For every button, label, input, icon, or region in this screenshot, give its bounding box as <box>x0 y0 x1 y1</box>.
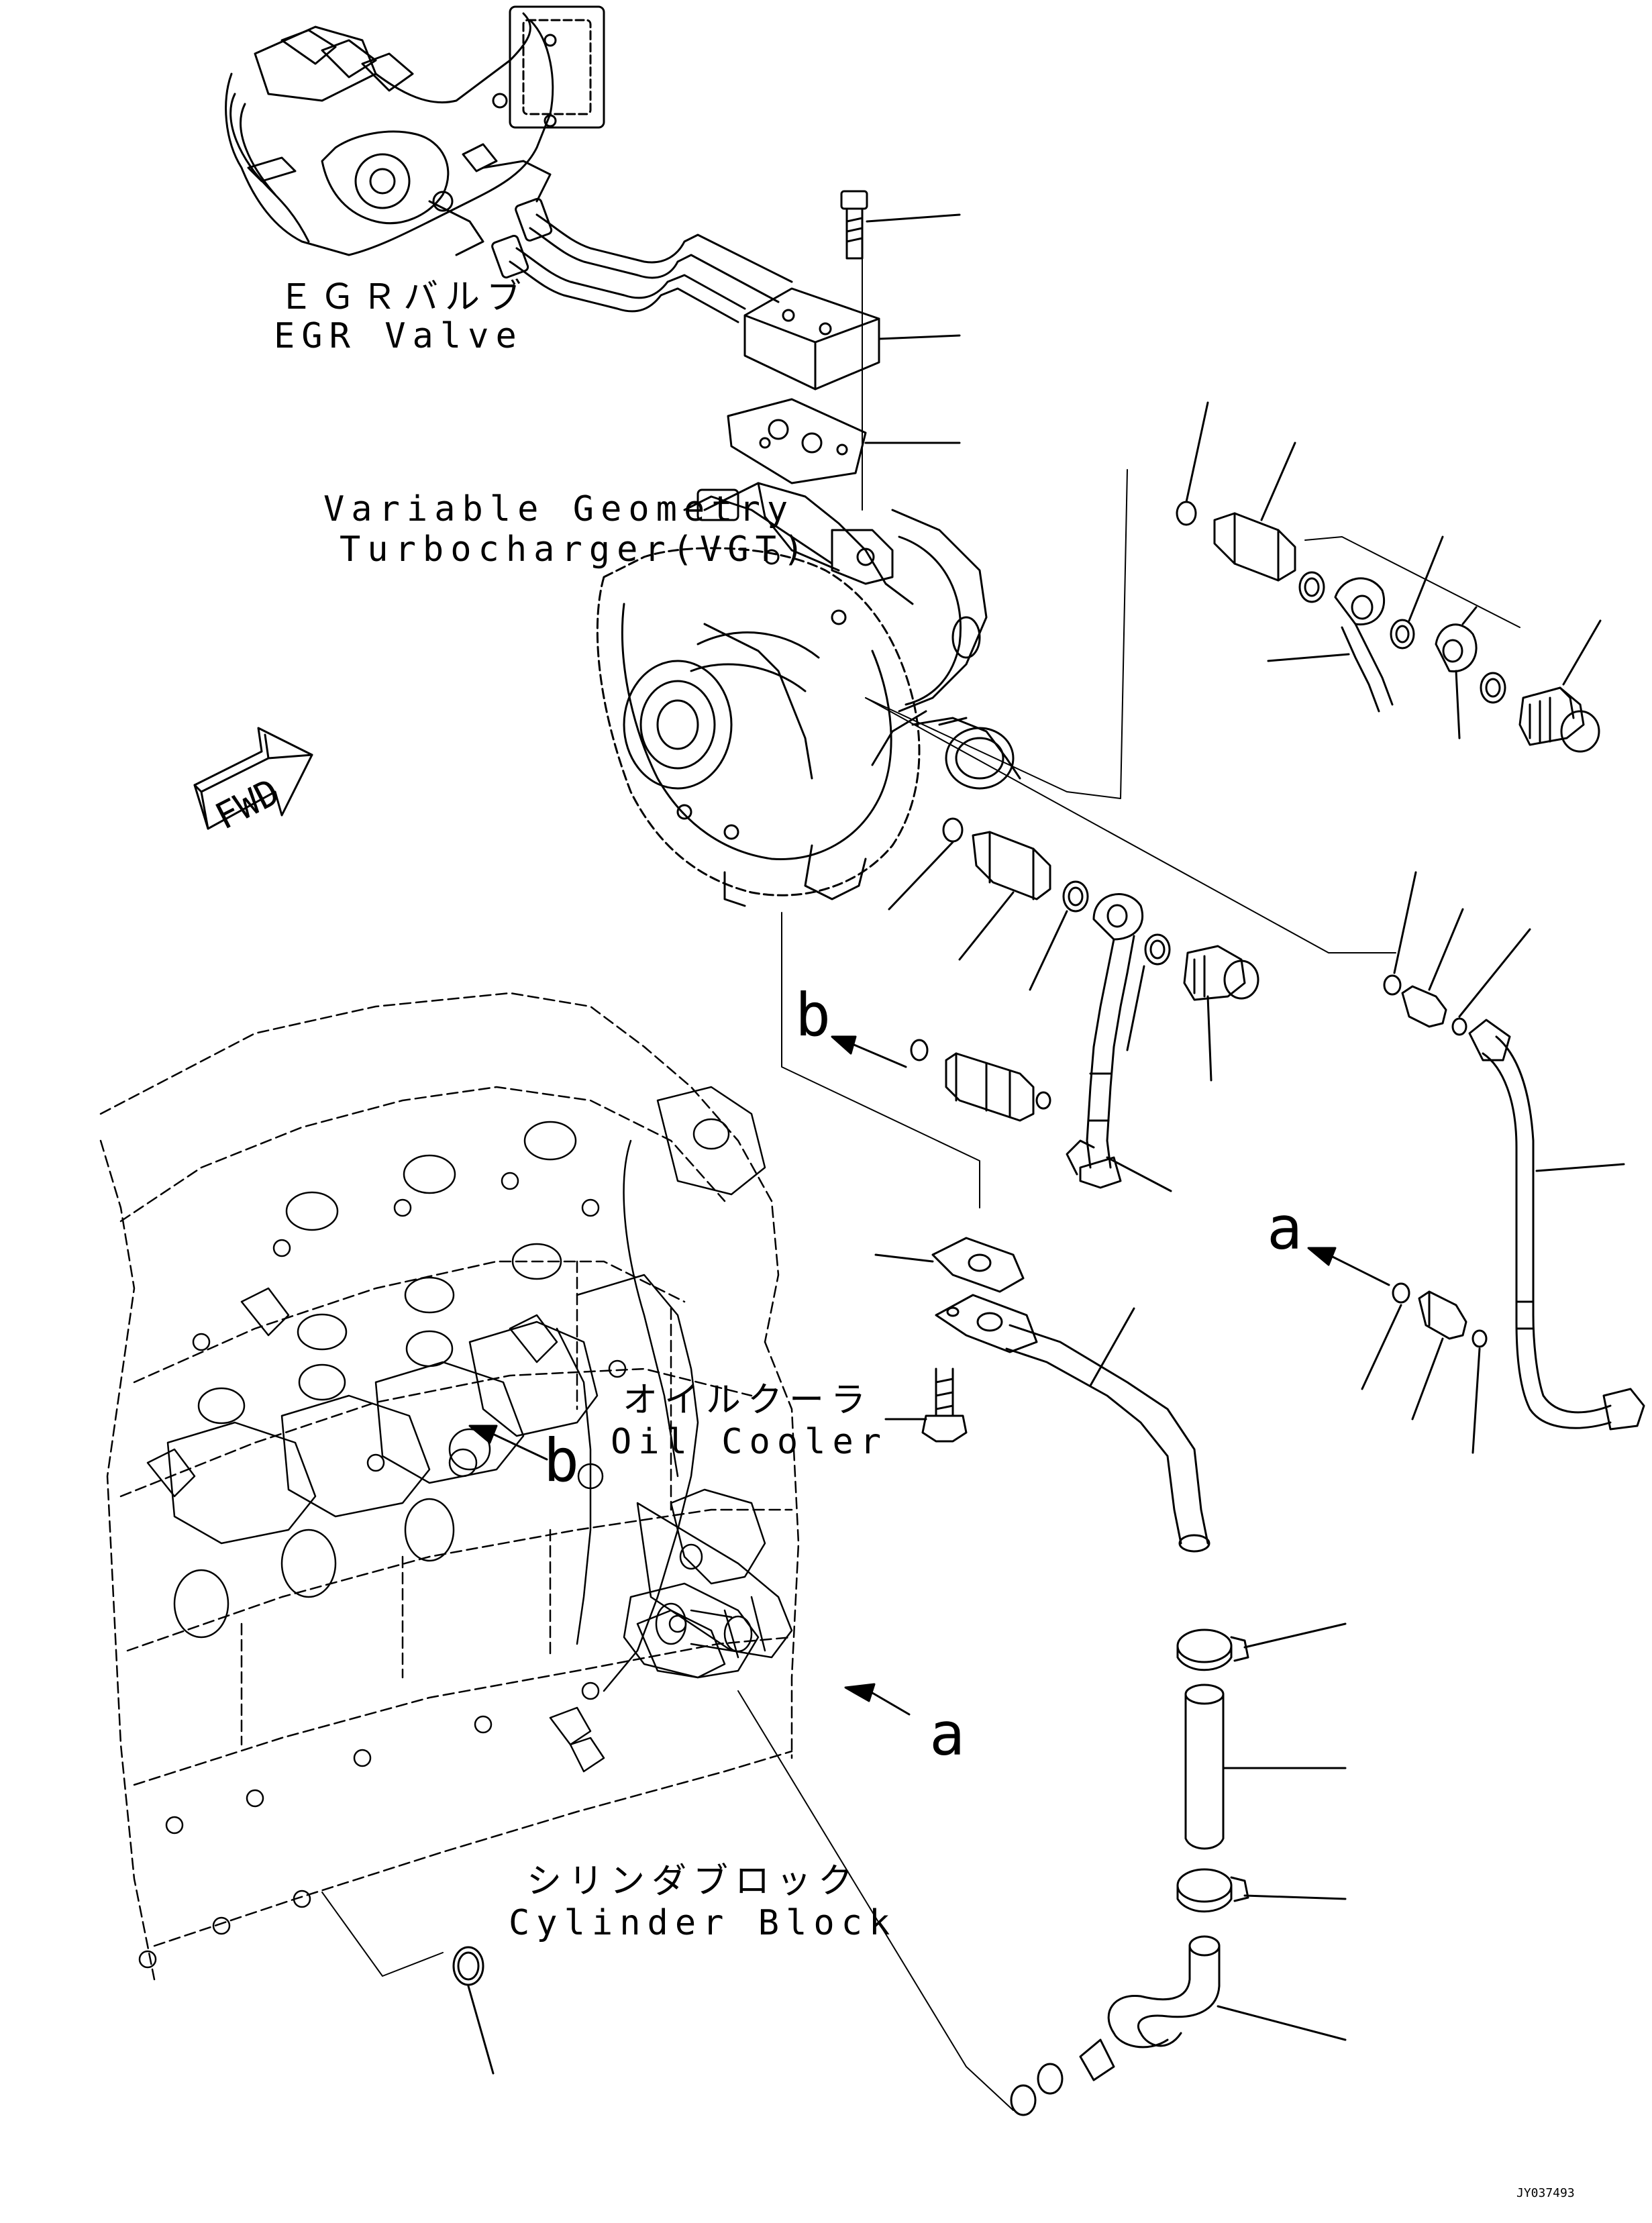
oil-cooler-label-jp: オイルクーラ <box>623 1380 873 1420</box>
reference-letter-a-lower: a <box>929 1700 965 1769</box>
egr-hoses <box>491 197 793 323</box>
oil-cooler-drawing <box>556 1274 760 1692</box>
block-leaders <box>321 1425 911 1977</box>
reference-letter-b-lower: b <box>544 1426 579 1495</box>
oil-cooler-label-en: Oil Cooler <box>611 1422 888 1462</box>
right-oil-pipe <box>1383 871 1645 1431</box>
a-fitting <box>1307 1247 1488 1454</box>
vgt-label-line1: Variable Geometry <box>323 489 795 529</box>
return-pipe-assembly <box>874 1237 1210 1553</box>
upper-right-fittings <box>1176 401 1602 753</box>
fwd-label: FWD <box>209 770 287 837</box>
gasket-top <box>727 398 961 484</box>
egr-block <box>743 287 961 391</box>
cylinder-block-drawing <box>99 992 800 1981</box>
egr-valve-drawing <box>225 5 605 256</box>
mid-oil-feed <box>888 817 1259 1192</box>
b-fitting <box>831 1035 1051 1122</box>
hose-and-clamps <box>737 1622 1347 2116</box>
reference-letter-b-upper: b <box>795 980 831 1049</box>
vgt-turbocharger-drawing <box>596 482 1021 907</box>
cylinder-block-label-jp: シリンダブロック <box>527 1861 860 1902</box>
fwd-arrow-icon <box>193 727 313 830</box>
o-ring-bottom <box>452 1946 495 2075</box>
vgt-label-line2: Turbocharger(VGT) <box>340 529 811 570</box>
cylinder-block-label-en: Cylinder Block <box>509 1903 897 1943</box>
egr-valve-label-en: EGR Valve <box>274 316 523 356</box>
cylinder-head-details <box>138 1086 793 1969</box>
egr-valve-label-jp: ＥＧＲバルブ <box>278 277 529 317</box>
reference-letter-a-upper: a <box>1267 1194 1302 1263</box>
drawing-code: JY037493 <box>1516 2186 1575 2200</box>
top-bolt <box>840 190 961 260</box>
